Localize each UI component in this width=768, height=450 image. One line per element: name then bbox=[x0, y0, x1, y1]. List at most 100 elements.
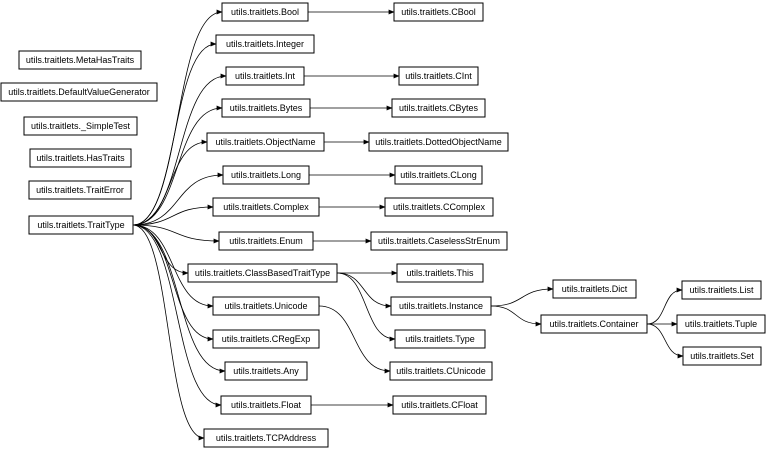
node-type-label: utils.traitlets.Type bbox=[405, 334, 475, 344]
node-bytes[interactable]: utils.traitlets.Bytes bbox=[221, 98, 311, 118]
node-tuple[interactable]: utils.traitlets.Tuple bbox=[676, 314, 766, 334]
node-cbytes[interactable]: utils.traitlets.CBytes bbox=[391, 98, 486, 118]
node-dottedobjectname[interactable]: utils.traitlets.DottedObjectName bbox=[368, 132, 509, 152]
node-defaultvaluegenerator-box bbox=[0, 82, 158, 102]
node-complex[interactable]: utils.traitlets.Complex bbox=[212, 197, 320, 217]
edge-traittype-to-float bbox=[132, 224, 221, 405]
edge-traittype-to-tcpaddress bbox=[132, 224, 204, 438]
node-clong[interactable]: utils.traitlets.CLong bbox=[394, 165, 483, 185]
node-enum-label: utils.traitlets.Enum bbox=[229, 236, 303, 246]
node-simpletest-label: utils.traitlets._SimpleTest bbox=[31, 121, 131, 131]
node-instance[interactable]: utils.traitlets.Instance bbox=[390, 296, 492, 316]
node-cbytes-label: utils.traitlets.CBytes bbox=[399, 103, 479, 113]
node-complex-label: utils.traitlets.Complex bbox=[223, 202, 309, 212]
node-traittype-label: utils.traitlets.TraitType bbox=[37, 220, 124, 230]
node-tuple-box bbox=[676, 314, 766, 334]
node-classbasedtraittype-label: utils.traitlets.ClassBasedTraitType bbox=[195, 268, 330, 278]
node-bytes-label: utils.traitlets.Bytes bbox=[230, 103, 303, 113]
edge-traittype-to-objectname bbox=[132, 142, 207, 226]
node-list[interactable]: utils.traitlets.List bbox=[681, 280, 762, 300]
edge-unicode-to-cunicode bbox=[318, 305, 390, 371]
edge-container-to-set bbox=[646, 323, 683, 356]
node-dict[interactable]: utils.traitlets.Dict bbox=[552, 279, 637, 299]
edge-traittype-to-long bbox=[132, 175, 223, 226]
node-float-box bbox=[220, 395, 312, 415]
node-traiterror-label: utils.traitlets.TraitError bbox=[36, 185, 124, 195]
node-cint[interactable]: utils.traitlets.CInt bbox=[398, 66, 479, 86]
node-instance-label: utils.traitlets.Instance bbox=[399, 301, 483, 311]
node-classbasedtraittype-box bbox=[187, 263, 338, 283]
node-set[interactable]: utils.traitlets.Set bbox=[682, 346, 762, 366]
node-cbool-box bbox=[393, 2, 484, 22]
node-traiterror[interactable]: utils.traitlets.TraitError bbox=[28, 180, 132, 200]
node-this[interactable]: utils.traitlets.This bbox=[396, 263, 484, 283]
node-type-box bbox=[394, 329, 486, 349]
node-caselessstrenum[interactable]: utils.traitlets.CaselessStrEnum bbox=[370, 231, 508, 251]
node-unicode[interactable]: utils.traitlets.Unicode bbox=[212, 296, 320, 316]
node-bool-label: utils.traitlets.Bool bbox=[231, 7, 299, 17]
node-integer[interactable]: utils.traitlets.Integer bbox=[215, 34, 315, 54]
node-defaultvaluegenerator-label: utils.traitlets.DefaultValueGenerator bbox=[8, 87, 149, 97]
node-dottedobjectname-label: utils.traitlets.DottedObjectName bbox=[375, 137, 502, 147]
node-classbasedtraittype[interactable]: utils.traitlets.ClassBasedTraitType bbox=[187, 263, 338, 283]
node-cunicode-label: utils.traitlets.CUnicode bbox=[396, 366, 486, 376]
node-metahastraits[interactable]: utils.traitlets.MetaHasTraits bbox=[18, 50, 142, 70]
edge-traittype-to-complex bbox=[132, 207, 213, 226]
node-clong-box bbox=[394, 165, 483, 185]
node-any-label: utils.traitlets.Any bbox=[233, 366, 299, 376]
node-cfloat-box bbox=[392, 395, 487, 415]
node-objectname-box bbox=[206, 132, 325, 152]
node-int[interactable]: utils.traitlets.Int bbox=[225, 66, 305, 86]
node-bool-box bbox=[221, 2, 309, 22]
node-list-label: utils.traitlets.List bbox=[689, 285, 754, 295]
edges bbox=[132, 12, 683, 438]
edge-classbasedtraittype-to-instance bbox=[336, 272, 391, 306]
node-set-box bbox=[682, 346, 762, 366]
edge-classbasedtraittype-to-type bbox=[336, 272, 395, 339]
node-long-box bbox=[222, 165, 310, 185]
node-unicode-box bbox=[212, 296, 320, 316]
node-simpletest[interactable]: utils.traitlets._SimpleTest bbox=[23, 116, 138, 136]
node-complex-box bbox=[212, 197, 320, 217]
node-ccomplex[interactable]: utils.traitlets.CComplex bbox=[384, 197, 494, 217]
node-integer-label: utils.traitlets.Integer bbox=[226, 39, 304, 49]
node-this-box bbox=[396, 263, 484, 283]
node-list-box bbox=[681, 280, 762, 300]
node-enum[interactable]: utils.traitlets.Enum bbox=[218, 231, 314, 251]
node-int-box bbox=[225, 66, 305, 86]
node-traittype[interactable]: utils.traitlets.TraitType bbox=[28, 215, 134, 235]
node-cunicode-box bbox=[389, 361, 493, 381]
node-objectname[interactable]: utils.traitlets.ObjectName bbox=[206, 132, 325, 152]
node-this-label: utils.traitlets.This bbox=[406, 268, 474, 278]
node-dict-label: utils.traitlets.Dict bbox=[562, 284, 628, 294]
node-int-label: utils.traitlets.Int bbox=[235, 71, 296, 81]
edge-instance-to-dict bbox=[490, 289, 553, 307]
node-ccomplex-label: utils.traitlets.CComplex bbox=[393, 202, 486, 212]
node-caselessstrenum-label: utils.traitlets.CaselessStrEnum bbox=[378, 236, 500, 246]
node-cfloat[interactable]: utils.traitlets.CFloat bbox=[392, 395, 487, 415]
node-bool[interactable]: utils.traitlets.Bool bbox=[221, 2, 309, 22]
node-hastraits[interactable]: utils.traitlets.HasTraits bbox=[29, 148, 132, 168]
node-float[interactable]: utils.traitlets.Float bbox=[220, 395, 312, 415]
node-instance-box bbox=[390, 296, 492, 316]
node-any[interactable]: utils.traitlets.Any bbox=[224, 361, 308, 381]
node-cbool[interactable]: utils.traitlets.CBool bbox=[393, 2, 484, 22]
node-defaultvaluegenerator[interactable]: utils.traitlets.DefaultValueGenerator bbox=[0, 82, 158, 102]
node-type[interactable]: utils.traitlets.Type bbox=[394, 329, 486, 349]
node-cbool-label: utils.traitlets.CBool bbox=[401, 7, 476, 17]
node-unicode-label: utils.traitlets.Unicode bbox=[224, 301, 307, 311]
node-bytes-box bbox=[221, 98, 311, 118]
node-tcpaddress-label: utils.traitlets.TCPAddress bbox=[216, 433, 317, 443]
edge-traittype-to-enum bbox=[132, 224, 219, 241]
node-cunicode[interactable]: utils.traitlets.CUnicode bbox=[389, 361, 493, 381]
node-tcpaddress-box bbox=[203, 428, 329, 448]
node-traittype-box bbox=[28, 215, 134, 235]
node-container[interactable]: utils.traitlets.Container bbox=[540, 314, 648, 334]
node-integer-box bbox=[215, 34, 315, 54]
node-tcpaddress[interactable]: utils.traitlets.TCPAddress bbox=[203, 428, 329, 448]
edge-traittype-to-classbasedtraittype bbox=[132, 224, 188, 273]
node-long[interactable]: utils.traitlets.Long bbox=[222, 165, 310, 185]
node-objectname-label: utils.traitlets.ObjectName bbox=[215, 137, 315, 147]
node-cregexp[interactable]: utils.traitlets.CRegExp bbox=[212, 329, 320, 349]
